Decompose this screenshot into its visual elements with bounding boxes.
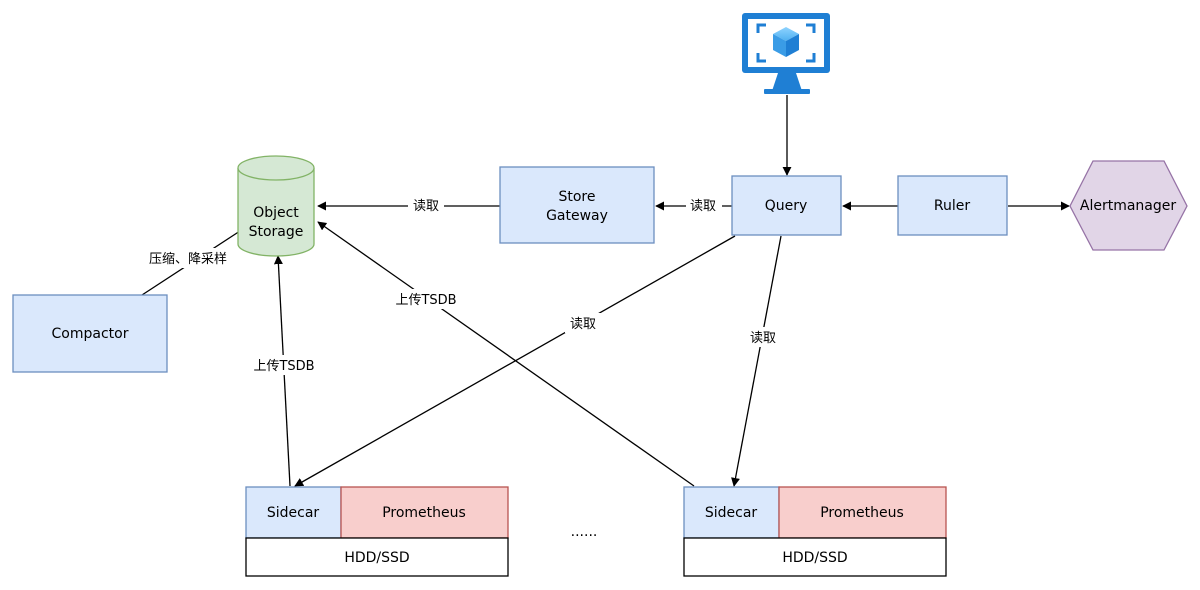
query-label: Query [765, 198, 808, 214]
store-gateway-node: Store Gateway [499, 166, 655, 244]
monitor-cube-icon [742, 13, 830, 94]
edge-label-left-upload: 上传TSDB [253, 359, 314, 374]
sidecar-right-box [683, 486, 780, 539]
edge-right-sidecar-to-object-storage [317, 221, 695, 487]
disk-right-label: HDD/SSD [782, 550, 847, 566]
disk-right-box [683, 537, 947, 577]
edge-label-right-upload: 上传TSDB [395, 293, 456, 308]
edge-label-query-left-read: 读取 [570, 317, 596, 332]
object-storage-label-line1: Object [253, 205, 299, 221]
prometheus-group-right: Sidecar Prometheus HDD/SSD [683, 486, 947, 577]
prometheus-group-left: Sidecar Prometheus HDD/SSD [245, 486, 509, 577]
prometheus-left-label: Prometheus [382, 505, 466, 521]
edge-query-to-right-sidecar [731, 235, 782, 487]
prometheus-right-box [778, 486, 947, 539]
edge-label-compactor: 压缩、降采样 [149, 251, 227, 267]
sidecar-right-label: Sidecar [705, 505, 758, 521]
edge-label-store-gateway-read: 读取 [413, 199, 439, 214]
query-node: Query [731, 175, 842, 236]
edge-label-query-read: 读取 [690, 199, 716, 214]
disk-left-label: HDD/SSD [344, 550, 409, 566]
edges [141, 95, 1070, 487]
ruler-label: Ruler [934, 198, 970, 214]
disk-left-box [245, 537, 509, 577]
object-storage-node: Object Storage [237, 155, 315, 257]
edge-query-to-left-sidecar [294, 235, 736, 487]
object-storage-label-line2: Storage [249, 224, 304, 240]
edge-labels: 读取 读取 压缩、降采样 上传TSDB 上传TSDB 读取 读取 [142, 195, 781, 375]
compactor-node: Compactor [12, 294, 168, 373]
alertmanager-label: Alertmanager [1080, 198, 1176, 214]
store-gateway-label-line2: Gateway [546, 208, 608, 224]
alertmanager-node: Alertmanager [1069, 160, 1188, 251]
store-gateway-label-line1: Store [558, 189, 595, 205]
ruler-node: Ruler [897, 175, 1008, 236]
prometheus-right-label: Prometheus [820, 505, 904, 521]
sidecar-left-box [245, 486, 342, 539]
sidecar-left-label: Sidecar [267, 505, 320, 521]
edge-label-query-right-read: 读取 [750, 331, 776, 346]
ellipsis-label: ...... [571, 524, 598, 540]
compactor-label: Compactor [52, 326, 129, 342]
